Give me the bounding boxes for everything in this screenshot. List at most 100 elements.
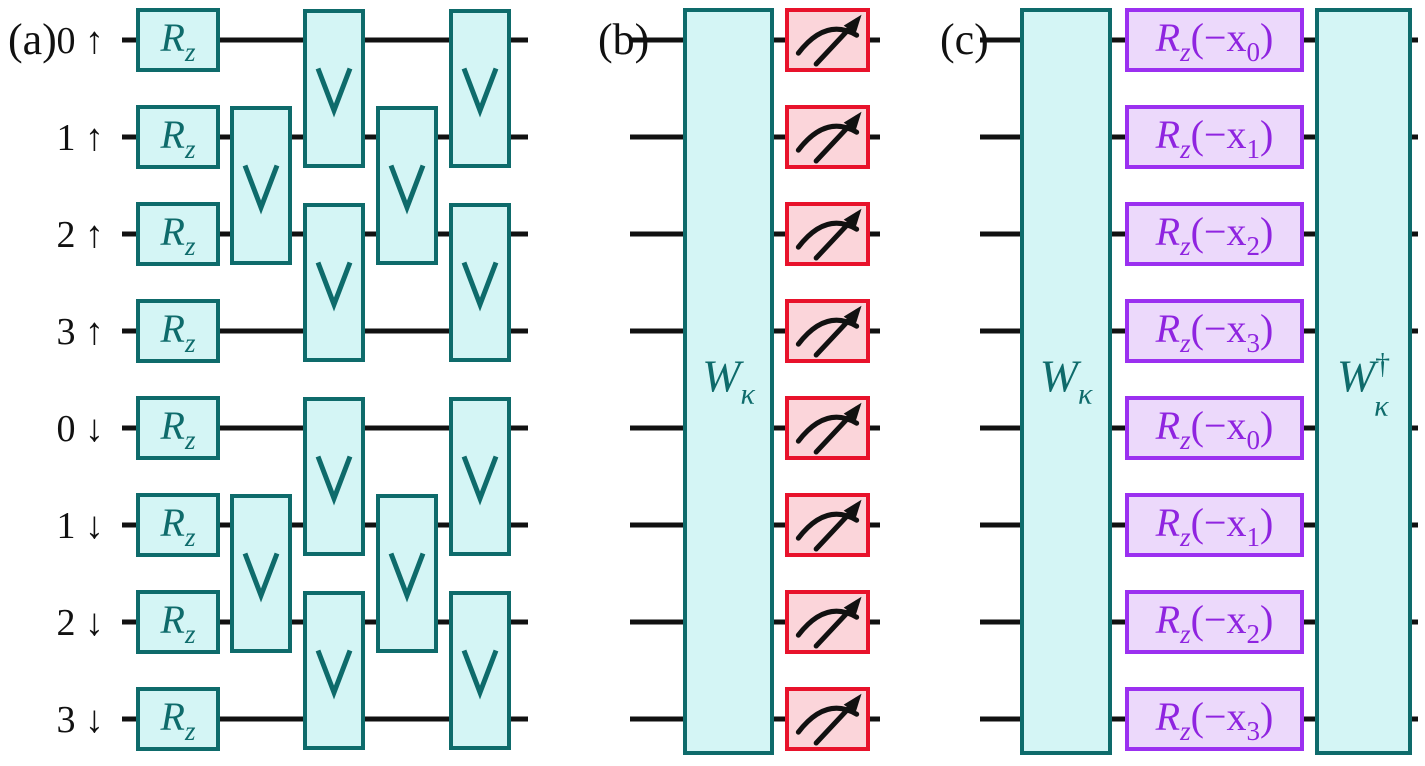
gate-box[interactable] [449, 397, 511, 556]
gate-label-arg: (−x [1191, 500, 1247, 545]
v-gate-6[interactable]: V [230, 494, 292, 653]
gate-label-sub: z [184, 37, 196, 67]
gate-box[interactable] [303, 203, 365, 362]
gate-box[interactable] [376, 494, 438, 653]
gate-label-arg: (−x [1191, 209, 1247, 254]
rz-gate-a-5[interactable]: Rz [136, 493, 220, 557]
gate-label-R: R [1155, 306, 1180, 351]
measurement-meter-icon-3[interactable] [785, 299, 870, 363]
gate-label-sub: z [1179, 231, 1191, 261]
rz-arg-gate-c-5[interactable]: Rz(−x1) [1125, 493, 1304, 557]
gate-box[interactable] [230, 106, 292, 265]
measurement-meter-icon-1[interactable] [785, 105, 870, 169]
gate-box[interactable] [136, 590, 220, 654]
meter-arc [795, 705, 860, 735]
rz-gate-a-7[interactable]: Rz [136, 687, 220, 751]
v-gate-10[interactable]: V [449, 397, 511, 556]
qubit-label-1: 1 ↑ [57, 117, 105, 159]
v-gate-4[interactable]: V [449, 9, 511, 168]
gate-label: Rz(−x3) [1155, 694, 1274, 746]
rz-arg-gate-c-2[interactable]: Rz(−x2) [1125, 202, 1304, 266]
gate-label-R: R [160, 500, 185, 545]
gate-box[interactable] [683, 8, 774, 755]
gate-box[interactable] [230, 494, 292, 653]
v-gate-2[interactable]: V [303, 203, 365, 362]
rz-arg-gate-c-3[interactable]: Rz(−x3) [1125, 299, 1304, 363]
v-gate-glyph [315, 261, 353, 312]
gate-box[interactable] [303, 591, 365, 750]
gate-box[interactable] [449, 9, 511, 168]
gate-box[interactable] [1125, 202, 1304, 266]
w-kappa-gate[interactable]: Wκ [683, 8, 774, 755]
v-gate-3[interactable]: V [376, 106, 438, 265]
rz-arg-gate-c-6[interactable]: Rz(−x2) [1125, 590, 1304, 654]
rz-gate-a-4[interactable]: Rz [136, 396, 220, 460]
gate-label-sub: z [1179, 716, 1191, 746]
v-gate-0[interactable]: V [230, 106, 292, 265]
w-kappa-gate[interactable]: Wκ [1020, 8, 1112, 755]
rz-arg-gate-c-7[interactable]: Rz(−x3) [1125, 687, 1304, 751]
v-gate-glyph [315, 649, 353, 700]
v-gate-5[interactable]: V [449, 203, 511, 362]
measurement-meter-icon-5[interactable] [785, 493, 870, 557]
gate-box[interactable] [785, 8, 870, 72]
rz-gate-a-1[interactable]: Rz [136, 105, 220, 169]
w-kappa-dagger-gate[interactable]: W†κ [1315, 8, 1412, 755]
gate-box[interactable] [1125, 493, 1304, 557]
gate-box[interactable] [1125, 8, 1304, 72]
gate-label: Wκ [1040, 351, 1093, 411]
measurement-meter-icon-2[interactable] [785, 202, 870, 266]
gate-box[interactable] [376, 106, 438, 265]
v-gate-8[interactable]: V [303, 591, 365, 750]
gate-box[interactable] [136, 202, 220, 266]
measurement-meter-icon-4[interactable] [785, 396, 870, 460]
gate-box[interactable] [1125, 396, 1304, 460]
rz-gate-a-3[interactable]: Rz [136, 299, 220, 363]
v-gate-9[interactable]: V [376, 494, 438, 653]
meter-arrowhead [843, 111, 862, 131]
gate-box[interactable] [449, 203, 511, 362]
gate-box[interactable] [785, 202, 870, 266]
rz-arg-gate-c-4[interactable]: Rz(−x0) [1125, 396, 1304, 460]
gate-label-R: R [160, 112, 185, 157]
gate-box[interactable] [136, 687, 220, 751]
gate-label-R: R [1155, 403, 1180, 448]
gate-label-W: W [1337, 351, 1379, 402]
gate-box[interactable] [136, 8, 220, 72]
gate-label-R: R [160, 306, 185, 351]
gate-box[interactable] [303, 9, 365, 168]
panel-label-c: (c) [940, 15, 989, 64]
gate-box[interactable] [1125, 590, 1304, 654]
gate-box[interactable] [449, 591, 511, 750]
gate-box[interactable] [136, 493, 220, 557]
gate-box[interactable] [136, 299, 220, 363]
rz-arg-gate-c-1[interactable]: Rz(−x1) [1125, 105, 1304, 169]
rz-gate-a-6[interactable]: Rz [136, 590, 220, 654]
rz-gate-a-2[interactable]: Rz [136, 202, 220, 266]
gate-box[interactable] [1125, 687, 1304, 751]
gate-label-R: R [160, 15, 185, 60]
gate-label: Rz(−x2) [1155, 209, 1274, 261]
rz-arg-gate-c-0[interactable]: Rz(−x0) [1125, 8, 1304, 72]
gate-box[interactable] [136, 396, 220, 460]
measurement-meter-icon-7[interactable] [785, 687, 870, 751]
gate-box[interactable] [1020, 8, 1112, 755]
gate-box[interactable] [136, 105, 220, 169]
v-gate-glyph [388, 164, 426, 215]
measurement-meter-icon-0[interactable] [785, 8, 870, 72]
panel-label-a: (a) [8, 15, 57, 64]
gate-label: Rz [160, 403, 196, 455]
v-gate-1[interactable]: V [303, 9, 365, 168]
gate-box[interactable] [1315, 8, 1412, 755]
rz-gate-a-0[interactable]: Rz [136, 8, 220, 72]
gate-label-sub: z [1179, 425, 1191, 455]
gate-box[interactable] [1125, 299, 1304, 363]
gate-box[interactable] [303, 397, 365, 556]
gate-box[interactable] [1125, 105, 1304, 169]
meter-arc [795, 317, 860, 347]
gate-label-R: R [160, 209, 185, 254]
gate-label-argsub: 3 [1247, 716, 1261, 746]
v-gate-7[interactable]: V [303, 397, 365, 556]
v-gate-11[interactable]: V [449, 591, 511, 750]
measurement-meter-icon-6[interactable] [785, 590, 870, 654]
